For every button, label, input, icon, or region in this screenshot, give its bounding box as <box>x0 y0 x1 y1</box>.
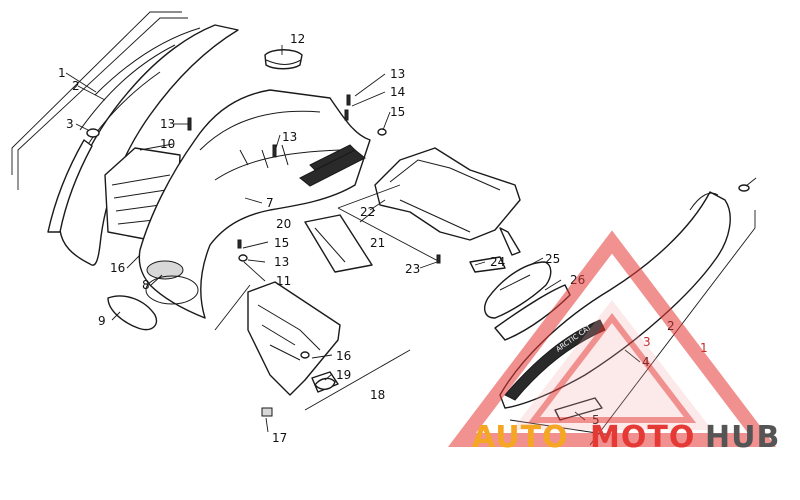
callout-15-a: 15 <box>390 105 405 119</box>
callout-19: 19 <box>336 368 351 382</box>
watermark-logo <box>447 230 777 447</box>
leader-lines <box>65 45 757 433</box>
callout-22: 22 <box>360 205 375 219</box>
watermark-text: AUTO MOTO HUB <box>472 420 780 455</box>
vent-assembly <box>469 256 571 341</box>
fasteners <box>187 94 441 390</box>
callout-10: 10 <box>160 137 175 151</box>
callout-24: 24 <box>490 255 505 269</box>
callout-16-a: 16 <box>110 261 125 275</box>
left-bracket-lines <box>11 11 188 190</box>
watermark-moto: MOTO <box>590 420 695 455</box>
storage-tray <box>337 147 521 263</box>
callout-7: 7 <box>266 196 274 210</box>
right-side-panel: ARCTIC CAT <box>499 184 756 446</box>
callout-1-right: 1 <box>700 341 708 355</box>
callout-14: 14 <box>390 85 405 99</box>
watermark-hub: HUB <box>705 420 780 455</box>
callout-12: 12 <box>290 32 305 46</box>
callout-21: 21 <box>370 236 385 250</box>
callout-11: 11 <box>276 274 291 288</box>
reflector-pad <box>107 295 158 331</box>
main-hood-body <box>138 49 371 319</box>
callout-1: 1 <box>58 66 66 80</box>
callout-13-a: 13 <box>160 117 175 131</box>
callout-3: 3 <box>66 117 74 131</box>
callout-15-b: 15 <box>274 236 289 250</box>
callout-20: 20 <box>276 217 291 231</box>
callout-2: 2 <box>72 79 80 93</box>
callout-13-c: 13 <box>282 130 297 144</box>
callout-25: 25 <box>545 252 560 266</box>
callout-13-d: 13 <box>274 255 289 269</box>
side-shield <box>304 214 373 273</box>
callout-3-right: 3 <box>643 335 651 349</box>
callout-8: 8 <box>142 278 150 292</box>
callout-16-b: 16 <box>336 349 351 363</box>
watermark-auto: AUTO <box>472 420 569 455</box>
callout-17: 17 <box>272 431 287 445</box>
left-side-panel <box>47 24 239 266</box>
callout-13-b: 13 <box>390 67 405 81</box>
callout-9: 9 <box>98 314 106 328</box>
callout-labels: 1 2 3 13 10 12 13 14 15 13 7 20 15 13 11… <box>58 32 708 445</box>
callout-23: 23 <box>405 262 420 276</box>
callout-18: 18 <box>370 388 385 402</box>
